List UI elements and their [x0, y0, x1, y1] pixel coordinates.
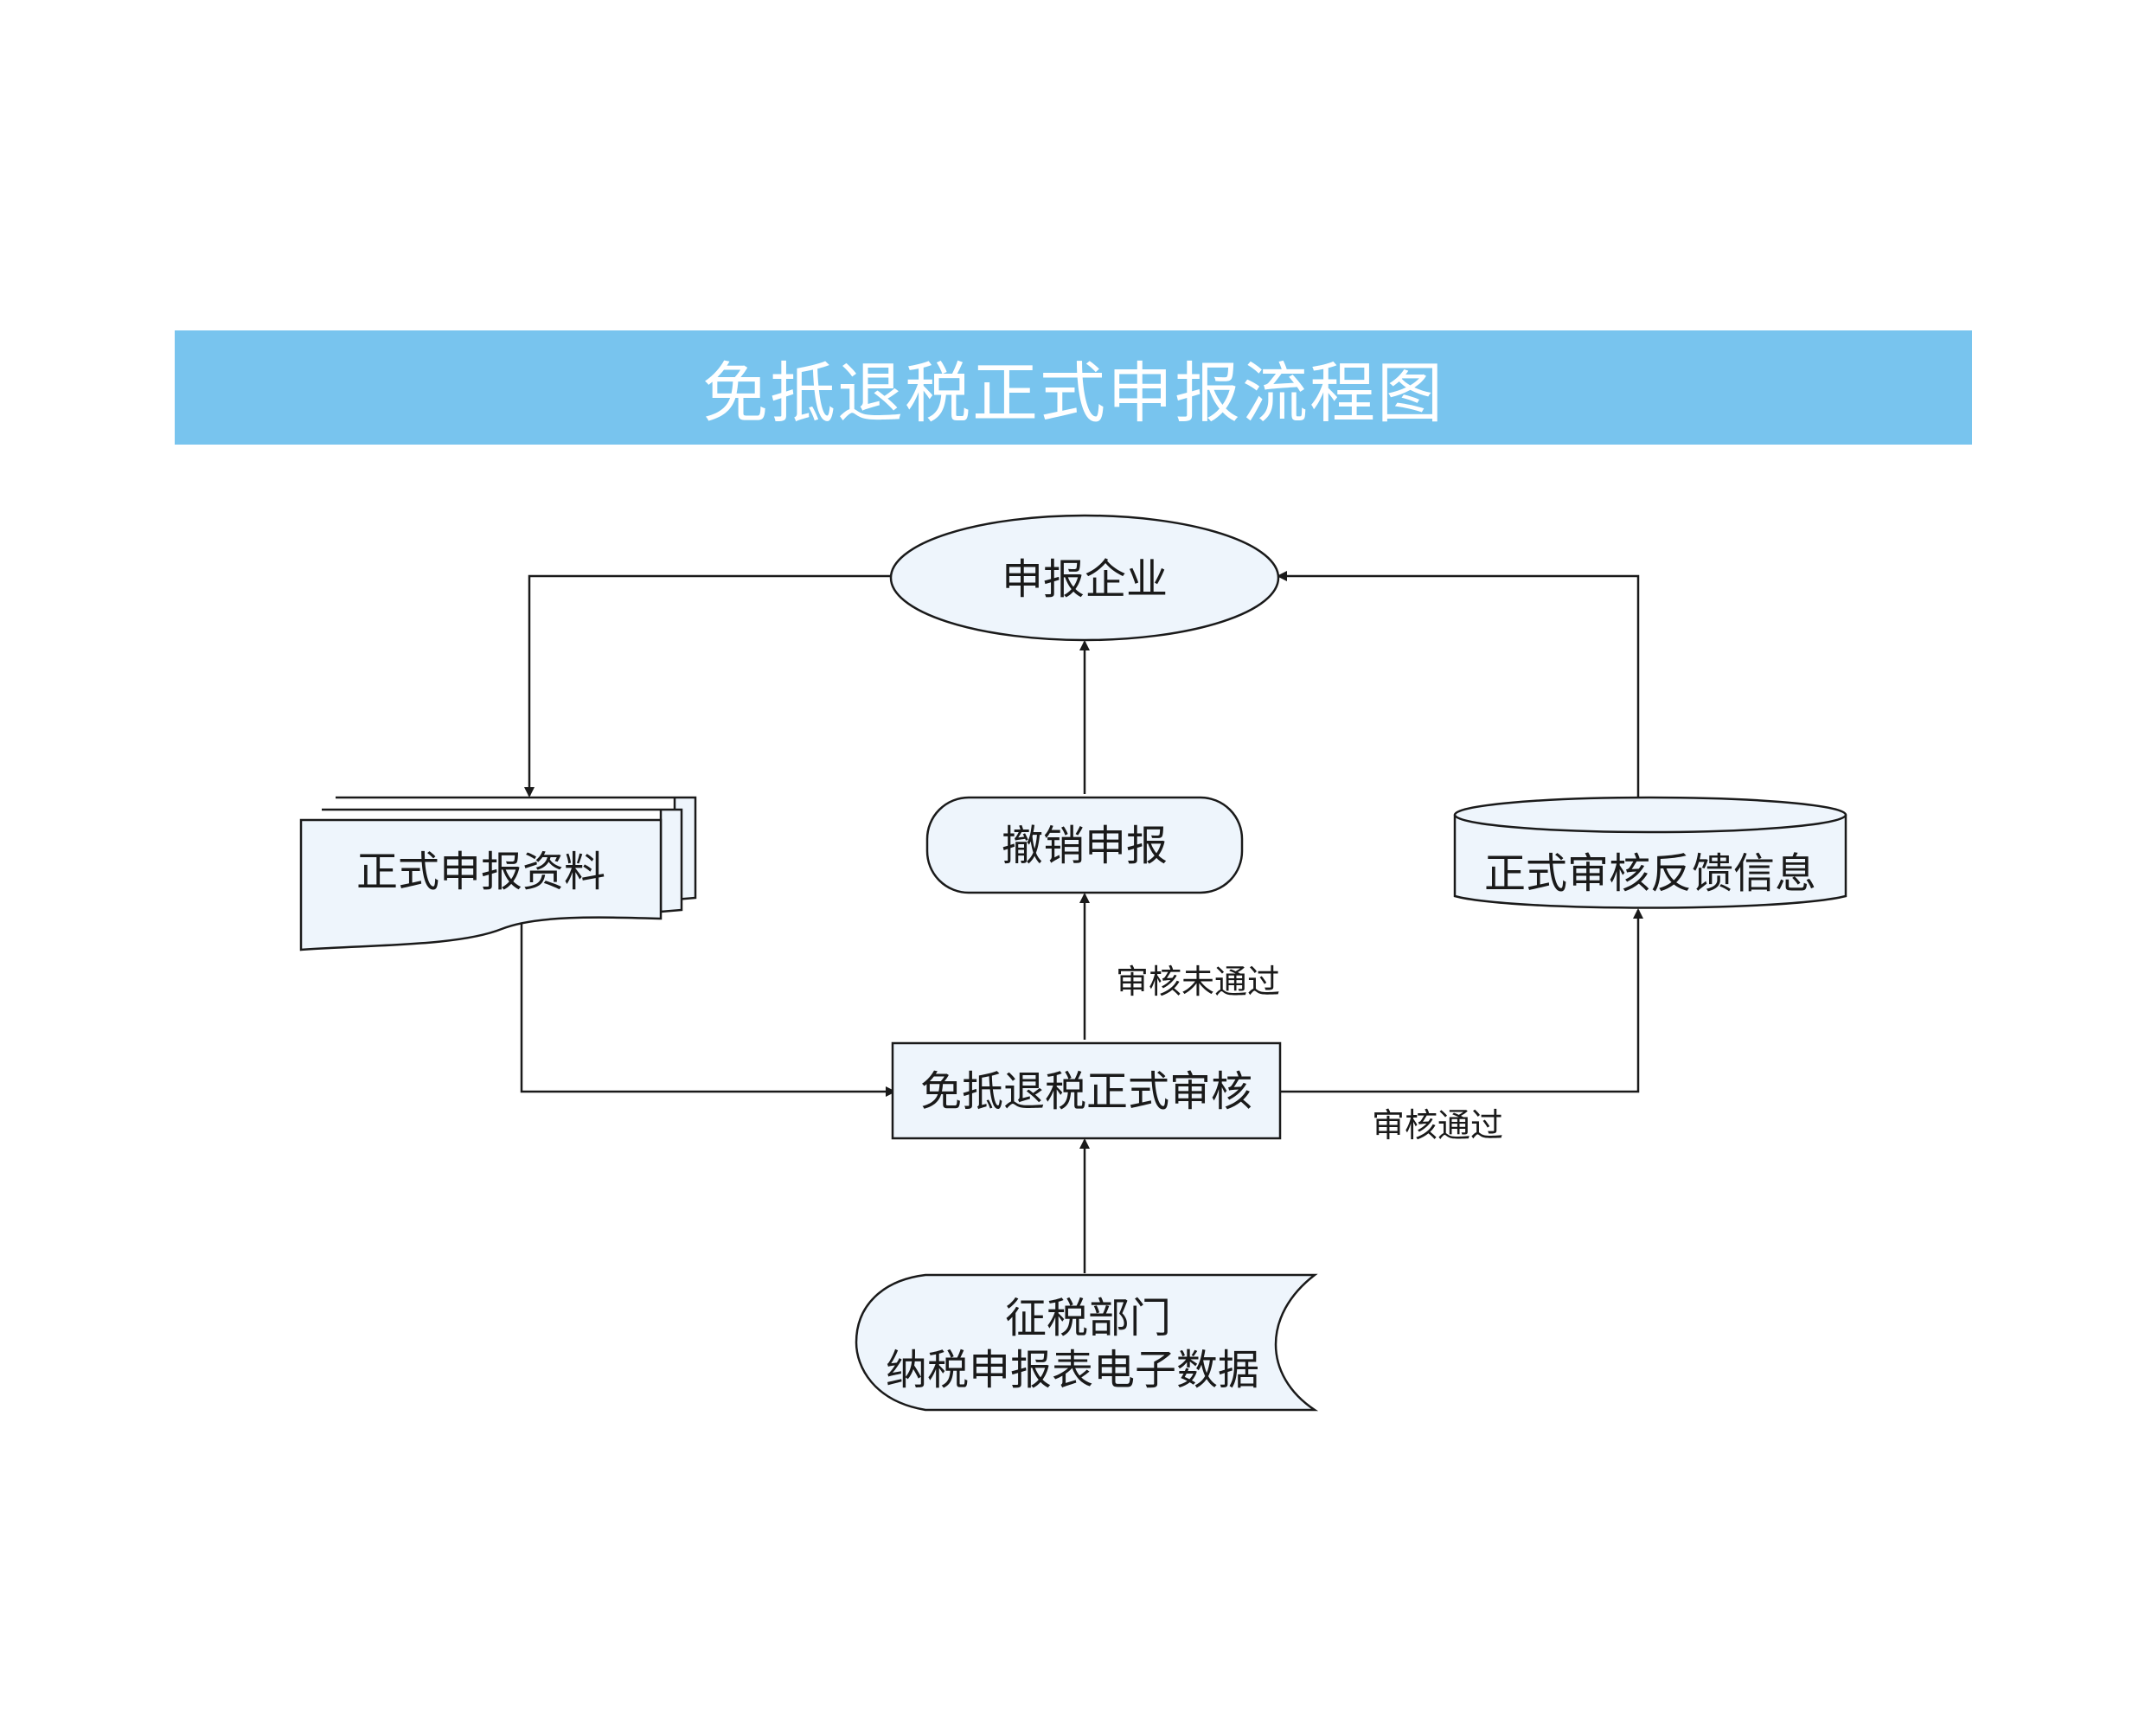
node-review-label: 免抵退税正式审核	[920, 1067, 1252, 1116]
node-feedback: 正式审核反馈信息	[1453, 796, 1847, 909]
node-enterprise-label: 申报企业	[1002, 555, 1168, 604]
node-tax-data-line2: 纳税申报表电子数据	[886, 1346, 1259, 1394]
node-enterprise: 申报企业	[889, 514, 1280, 642]
node-formal-docs-label: 正式申报资料	[356, 848, 605, 896]
edge-review-to-feedback	[1280, 908, 1643, 1093]
diagram-title: 免抵退税正式申报流程图	[702, 355, 1444, 432]
node-tax-data: 征税部门 纳税申报表电子数据	[855, 1273, 1319, 1412]
node-tax-data-line1: 征税部门	[1005, 1294, 1171, 1342]
node-feedback-label: 正式审核反馈信息	[1484, 849, 1816, 898]
edge-label-not-passed: 审核未通过	[1116, 963, 1280, 1001]
node-revoke-label: 撤销申报	[1002, 822, 1168, 870]
node-formal-docs: 正式申报资料	[299, 796, 697, 951]
edge-feedback-to-enterprise	[1277, 571, 1640, 798]
node-review: 免抵退税正式审核	[891, 1041, 1282, 1140]
edge-enterprise-to-docs	[524, 574, 891, 798]
title-bar: 免抵退税正式申报流程图	[175, 330, 1972, 445]
node-revoke: 撤销申报	[925, 796, 1244, 894]
edge-label-passed: 审核通过	[1372, 1106, 1503, 1144]
edge-docs-to-review	[520, 924, 896, 1097]
